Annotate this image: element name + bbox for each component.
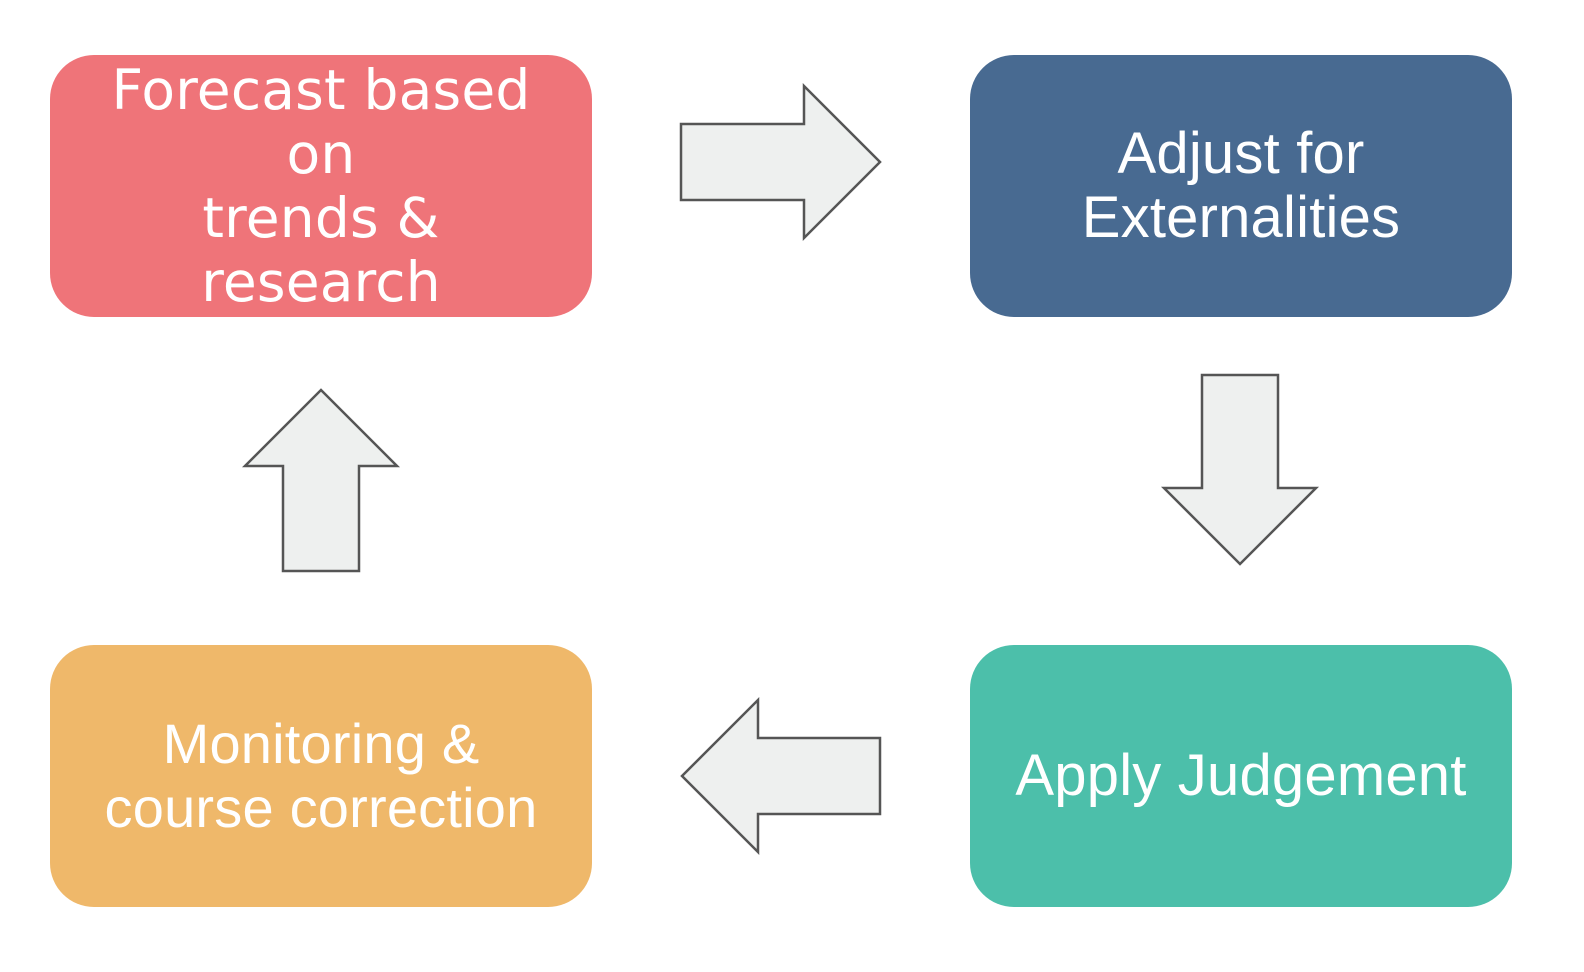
step-adjust-box: Adjust for Externalities — [970, 55, 1512, 317]
step-monitor-label: Monitoring & course correction — [104, 712, 538, 839]
step-judge-label: Apply Judgement — [1015, 743, 1467, 808]
arrow-left-icon — [680, 696, 882, 856]
arrow-down-icon — [1160, 373, 1320, 566]
arrow-right-icon — [679, 82, 882, 242]
step-judge-box: Apply Judgement — [970, 645, 1512, 907]
step-monitor-box: Monitoring & course correction — [50, 645, 592, 907]
arrow-up-icon — [241, 388, 401, 573]
step-adjust-label: Adjust for Externalities — [1081, 121, 1401, 250]
step-forecast-box: Forecast based on trends & research — [50, 55, 592, 317]
step-forecast-label: Forecast based on trends & research — [111, 58, 531, 314]
